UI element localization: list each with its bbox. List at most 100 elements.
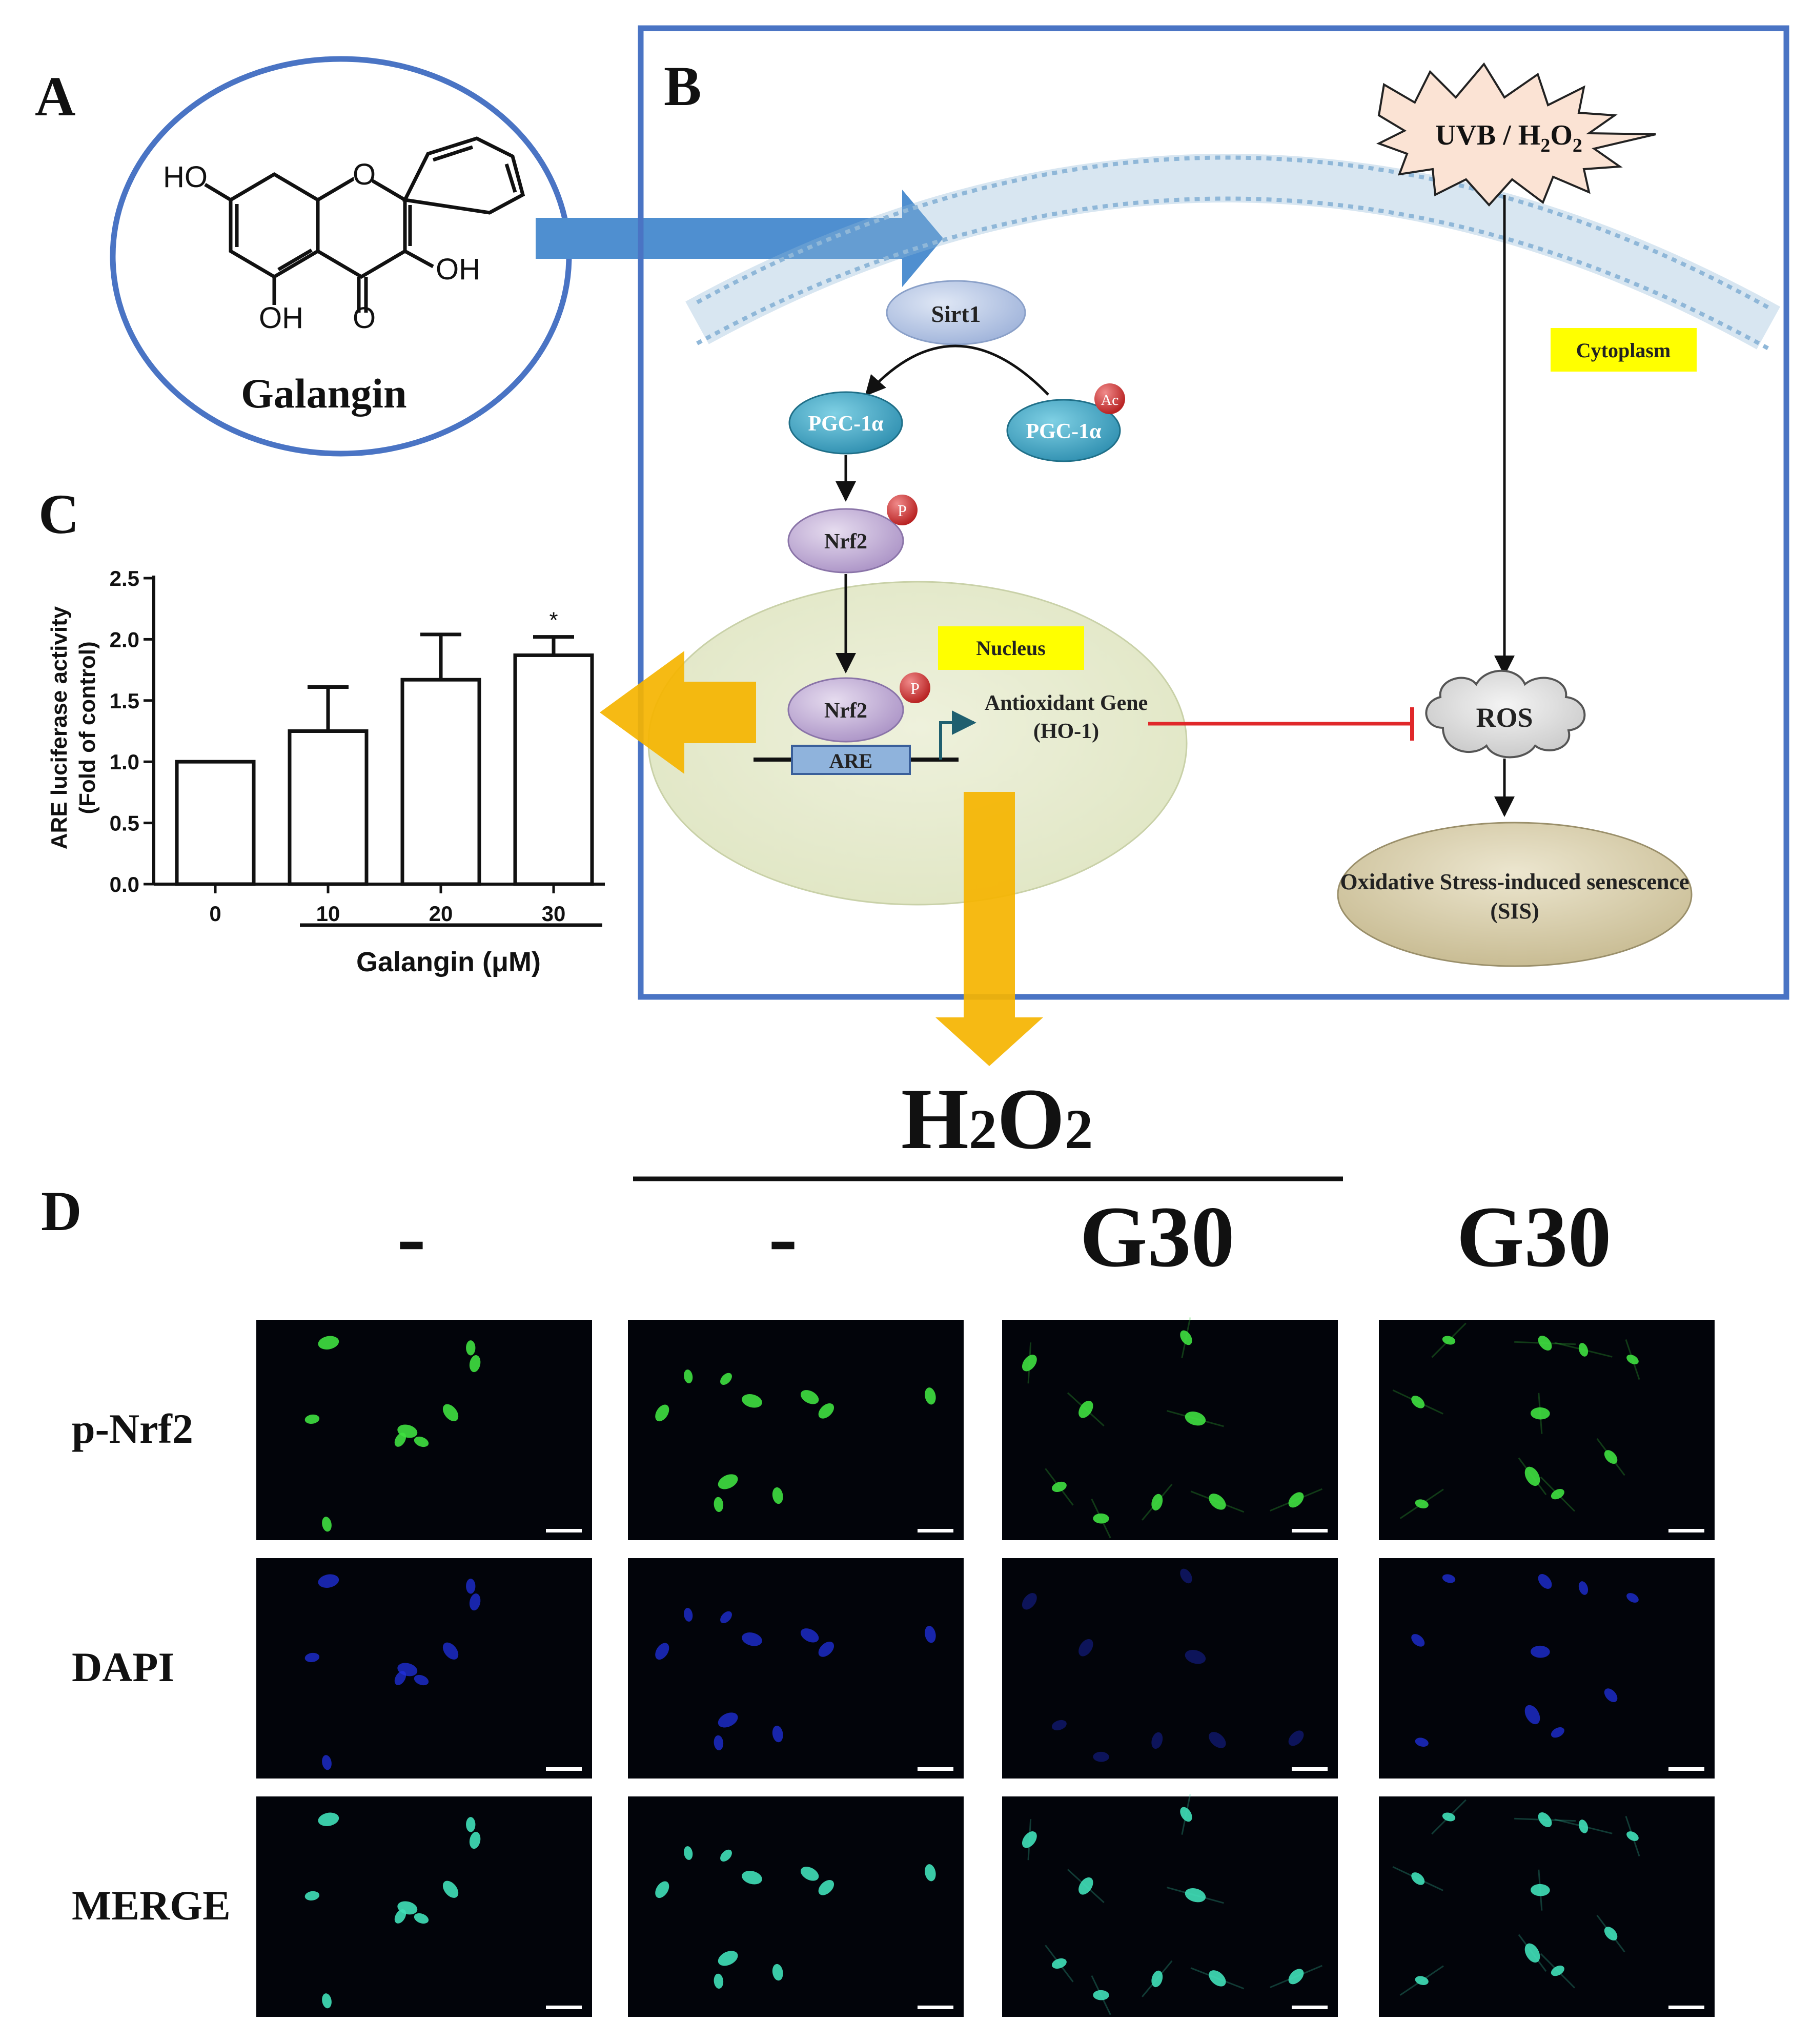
cell-nucleus [414, 1436, 429, 1447]
ho-left-label: HO [163, 160, 208, 194]
chart-ytick-label: 2.5 [110, 566, 139, 590]
scale-bar [1292, 1767, 1328, 1771]
ros-cloud: ROS [1425, 669, 1586, 759]
cell-nucleus [718, 1951, 738, 1966]
cell-nucleus [318, 1336, 339, 1350]
chart-xtick-label: 10 [316, 902, 340, 926]
cell-nucleus [818, 1641, 834, 1657]
h2o2-o: O [997, 1071, 1065, 1167]
stimulus-o: O [1550, 119, 1573, 151]
column-header: G30 [1080, 1189, 1234, 1285]
cell-nucleus [772, 1487, 783, 1504]
h2o2-sub2: 2 [1065, 1098, 1093, 1160]
cell-nucleus [1524, 1943, 1540, 1963]
micrograph-panel [256, 1796, 592, 2017]
molecule-name: Galangin [241, 370, 407, 417]
micrograph-panel [628, 1558, 964, 1779]
nucleus-label: Nucleus [976, 637, 1046, 660]
cytoplasm-tag [1551, 328, 1697, 372]
scale-bar [1668, 2006, 1704, 2009]
cell-nucleus [655, 1404, 669, 1422]
cell-nucleus [394, 1433, 406, 1447]
cell-nucleus [1411, 1396, 1425, 1408]
cell-nucleus [818, 1879, 834, 1895]
pgc1a-active-label: PGC-1α [808, 412, 884, 436]
transcription-arrow [939, 710, 976, 760]
nrf2-cyto-label: Nrf2 [824, 530, 867, 554]
cell-nucleus [1411, 1872, 1425, 1885]
cell-nucleus [1185, 1650, 1206, 1664]
cell-nucleus [1151, 1494, 1163, 1511]
scale-bar [546, 1767, 582, 1771]
pgc1a-active-node [788, 391, 903, 455]
ros-label: ROS [1476, 702, 1533, 733]
scale-bar [1668, 1767, 1704, 1771]
cell-nucleus [718, 1712, 738, 1728]
cell-nucleus [720, 1849, 732, 1862]
micrograph-background [1379, 1796, 1715, 2017]
deacetylation-arrow [865, 344, 1049, 396]
h2o2-h: H [901, 1071, 969, 1167]
stimulus-text: UVB / H [1435, 119, 1540, 151]
cell-nucleus [1022, 1355, 1037, 1372]
scale-bar [546, 2006, 582, 2009]
h2o2-sub1: 2 [969, 1098, 997, 1160]
cell-nucleus [442, 1404, 459, 1421]
ring-oxygen-label: O [353, 158, 376, 191]
cell-nucleus [1051, 1481, 1067, 1492]
row-label: p-Nrf2 [72, 1405, 193, 1452]
chart-ylabel-line2: (Fold of control) [75, 641, 100, 814]
cell-nucleus [1538, 1574, 1552, 1589]
cell-nucleus [1524, 1466, 1540, 1486]
cell-nucleus [322, 1993, 332, 2009]
nrf2-nuclear-label: Nrf2 [824, 699, 867, 723]
cell-nucleus [466, 1817, 476, 1832]
column-header: - [768, 1189, 798, 1285]
cell-nucleus [469, 1593, 481, 1611]
antioxidant-gene-line1: Antioxidant Gene [985, 691, 1148, 715]
micrograph-background [1002, 1320, 1338, 1540]
sirt1-node [886, 280, 1026, 345]
cell-nucleus [318, 1812, 339, 1826]
panel-label-d: D [41, 1180, 82, 1242]
scale-bar [1668, 1529, 1704, 1532]
cell-nucleus [1051, 1720, 1067, 1730]
cell-nucleus [818, 1403, 834, 1419]
chart-ytick-label: 0.5 [110, 811, 139, 835]
cell-nucleus [1551, 1489, 1564, 1500]
nucleus-tag [938, 626, 1084, 670]
micrograph-panel [1002, 1317, 1338, 1540]
stimulus-subscript: 2 [1540, 135, 1550, 156]
cell-nucleus [1578, 1581, 1589, 1595]
cell-nucleus [1604, 1450, 1618, 1464]
cell-nucleus [1093, 1990, 1109, 2000]
cell-nucleus [684, 1608, 693, 1622]
micrograph-background [1379, 1320, 1715, 1540]
micrograph-panel [1002, 1558, 1338, 1779]
cell-nucleus [1093, 1513, 1109, 1524]
keto-oxygen-label: O [353, 301, 376, 335]
cell-nucleus [1151, 1732, 1163, 1749]
cell-nucleus [1078, 1400, 1093, 1418]
cell-nucleus [304, 1891, 320, 1900]
micrograph-panel [1379, 1320, 1715, 1540]
cell-nucleus [720, 1373, 732, 1385]
cell-nucleus [720, 1611, 732, 1624]
nrf2-nuclear-node [787, 677, 904, 743]
row-label: DAPI [72, 1644, 174, 1690]
cell-nucleus [466, 1579, 476, 1594]
chart-xlabel: Galangin (μM) [356, 947, 541, 977]
chart-ytick-label: 2.0 [110, 627, 139, 651]
cell-nucleus [800, 1390, 819, 1404]
cell-nucleus [655, 1881, 669, 1898]
cell-nucleus [1209, 1732, 1226, 1748]
sis-line2: (SIS) [1490, 898, 1539, 924]
cell-nucleus [1411, 1634, 1425, 1647]
cell-nucleus [1151, 1970, 1163, 1988]
cell-nucleus [1604, 1927, 1618, 1941]
cell-nucleus [1530, 1407, 1550, 1420]
chart-xtick-label: 0 [209, 902, 221, 926]
pgc1a-acetylated-label: PGC-1α [1026, 420, 1102, 443]
